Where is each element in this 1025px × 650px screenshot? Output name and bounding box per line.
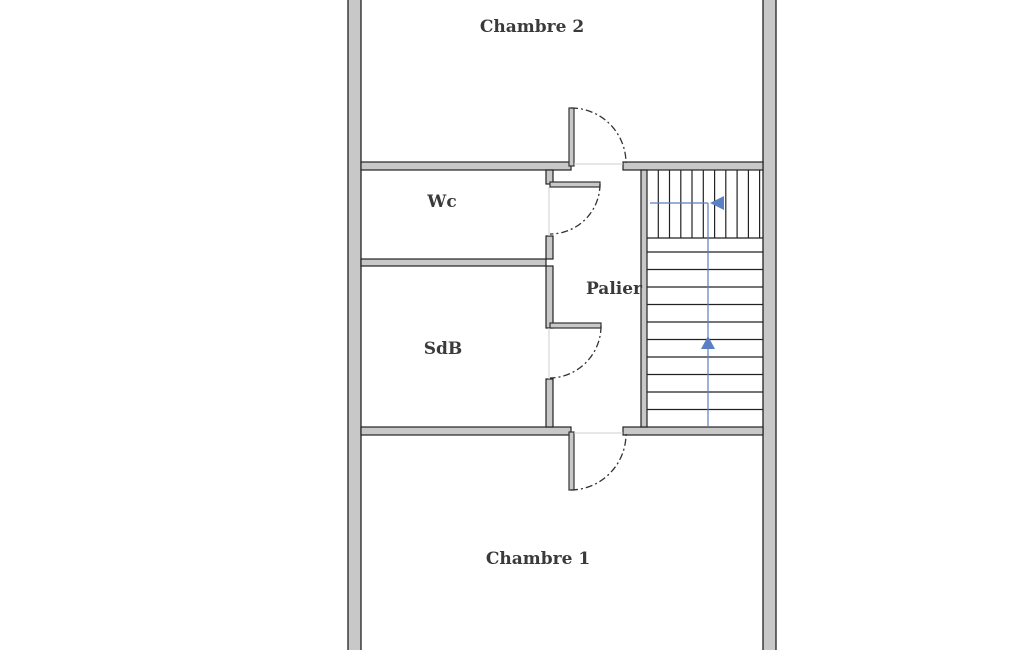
room-label-chambre1: Chambre 1 [486,549,590,569]
door-swing-sdb [549,325,602,379]
wall-stairs-left [640,169,648,428]
staircase [647,170,763,411]
right-outer-wall [762,0,777,650]
left-outer-wall [347,0,362,650]
stair-direction [650,196,724,426]
stair-arrow-left-icon [710,196,724,210]
doors [549,107,602,491]
door-leaf-wc [549,181,601,188]
wall-chambre1-left [360,426,572,436]
room-label-chambre2: Chambre 2 [480,17,584,37]
stair-arrow-up-icon [701,336,715,349]
room-label-wc: Wc [426,192,456,212]
room-label-sdb: SdB [424,339,463,359]
wall-sdb-right-bottom [545,378,554,428]
wall-chambre2-left [360,161,572,171]
interior-walls [360,161,764,436]
wall-wc-sdb [360,258,547,267]
door-openings [548,163,623,434]
outer-walls [347,0,777,650]
door-swing-chambre2 [570,107,627,164]
door-leaf-chambre1 [568,431,575,491]
door-leaf-chambre2 [568,107,575,167]
wall-sdb-right-top [545,265,554,329]
door-swing-wc [549,183,601,235]
door-swing-chambre1 [570,433,627,491]
room-label-palier: Palier [586,279,643,299]
wall-chambre1-right [622,426,764,436]
wall-chambre2-right [622,161,764,171]
door-swings [549,107,627,491]
wall-wc-right-bottom [545,235,554,260]
door-leaf-sdb [549,322,602,329]
